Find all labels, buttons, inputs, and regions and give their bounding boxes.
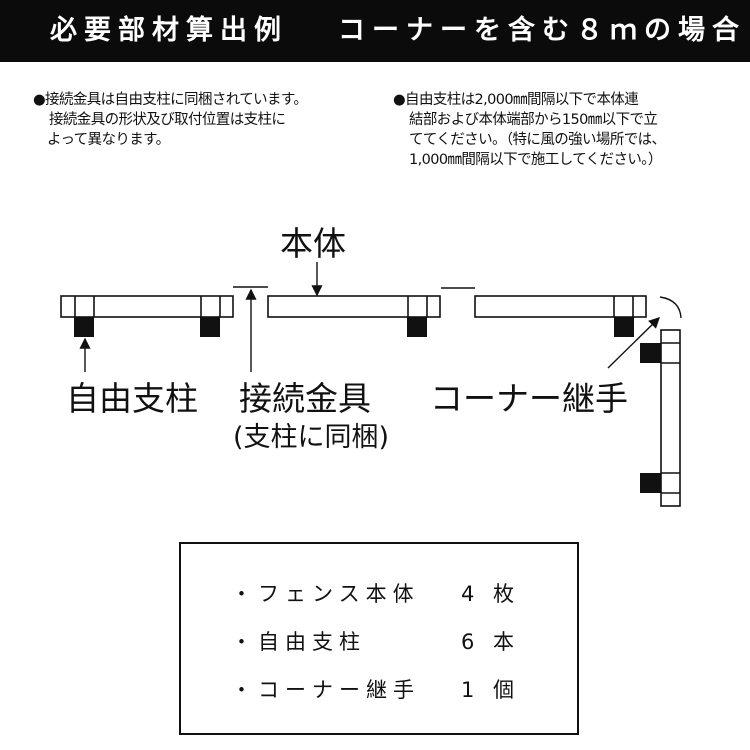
post [614, 317, 634, 337]
parts-list: ・フェンス本体 4 枚 ・自由支柱 6 本 ・コーナー継手 1 個 [179, 542, 579, 735]
part-name: ・フェンス本体 [231, 582, 420, 606]
free-posts [74, 317, 661, 493]
parts-row: ・自由支柱 6 本 [231, 626, 514, 656]
label-connector: 接続金具 [239, 379, 371, 418]
note-line: 結部および本体端部から150㎜以下で立 [409, 112, 658, 128]
parts-row: ・コーナー継手 1 個 [231, 674, 514, 704]
corner-arc [659, 296, 682, 319]
label-connector-note: (支柱に同梱) [233, 422, 390, 453]
fence-panel [474, 295, 647, 318]
post [74, 317, 94, 337]
part-qty: 4 枚 [461, 582, 521, 606]
part-qty: 6 本 [461, 630, 521, 654]
note-line: 接続金具の形状及び取付位置は支柱に [49, 112, 286, 128]
page-title: 必要部材算出例 [50, 15, 288, 46]
note-left: ●接続金具は自由支柱に同梱されています。 接続金具の形状及び取付位置は支柱に よ… [33, 90, 308, 150]
fence-panel [60, 295, 234, 318]
title-bar: 必要部材算出例 コーナーを含む８ｍの場合 [0, 0, 750, 62]
part-name: ・自由支柱 [231, 630, 366, 654]
note-right: ●自由支柱は2,000㎜間隔以下で本体連 結部および本体端部から150㎜以下で立… [393, 90, 666, 170]
fence-panel-vertical [660, 329, 681, 507]
post [640, 343, 661, 363]
note-line: よって異なります。 [47, 132, 170, 148]
note-line: 1,000㎜間隔以下で施工してください。） [409, 152, 662, 168]
post [640, 473, 661, 493]
fence-diagram [60, 262, 682, 507]
part-name: ・コーナー継手 [231, 678, 420, 702]
page-subtitle: コーナーを含む８ｍの場合 [338, 15, 746, 46]
parts-row: ・フェンス本体 4 枚 [231, 578, 514, 608]
note-line: ててください。（特に風の強い場所では、 [409, 132, 666, 148]
label-body: 本体 [280, 224, 346, 263]
part-qty: 1 個 [461, 678, 521, 702]
fence-panel [267, 295, 441, 318]
note-line: ●接続金具は自由支柱に同梱されています。 [33, 92, 308, 108]
label-corner: コーナー継手 [430, 379, 628, 418]
note-line: ●自由支柱は2,000㎜間隔以下で本体連 [393, 92, 639, 108]
corner-arrow [607, 317, 660, 369]
post [200, 317, 220, 337]
post [407, 317, 427, 337]
label-post: 自由支柱 [66, 379, 198, 418]
